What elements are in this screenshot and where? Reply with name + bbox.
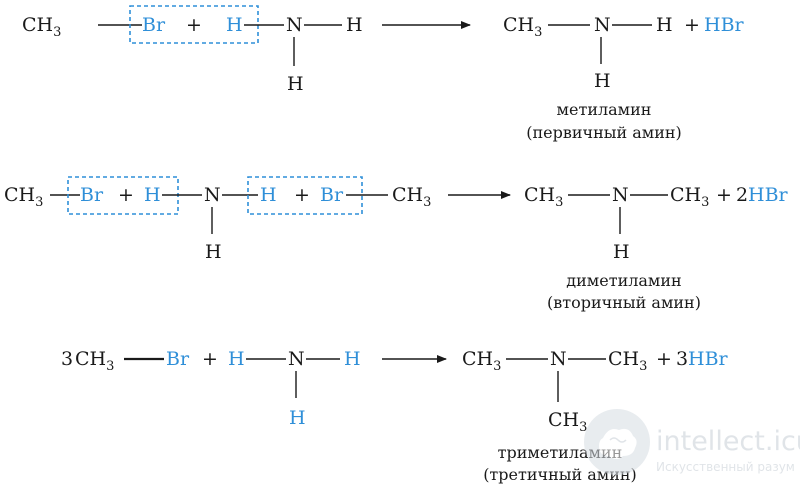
hydrogen-atom: H bbox=[344, 348, 361, 370]
hydrogen-atom: H bbox=[346, 14, 363, 36]
ch3-group: CH3 bbox=[608, 348, 647, 374]
amine-class: (первичный амин) bbox=[526, 123, 682, 142]
hydrogen-atom: H bbox=[228, 348, 245, 370]
product-name: метиламин bbox=[557, 100, 652, 119]
reaction-1-reactants: CH3 Br + H N H H bbox=[22, 5, 363, 95]
eliminated-hbr-box bbox=[129, 5, 259, 44]
plus-sign: + bbox=[118, 184, 134, 206]
brain-circle-icon bbox=[584, 409, 650, 475]
hydrogen-atom: H bbox=[144, 184, 161, 206]
reaction-3-products: CH3 N CH3 + 3 HBr CH3 bbox=[462, 348, 729, 435]
bromine-atom: Br bbox=[320, 184, 344, 206]
hbr-byproduct: HBr bbox=[748, 184, 789, 206]
amine-class: (вторичный амин) bbox=[547, 293, 701, 312]
ch3-group: CH3 bbox=[503, 14, 542, 40]
reaction-2: CH3 Br + H N H + Br CH3 H CH3 N CH3 + bbox=[4, 176, 789, 312]
bromine-atom: Br bbox=[142, 14, 166, 36]
nitrogen-atom: N bbox=[288, 348, 305, 370]
reaction-3: 3 CH3 Br + H N H H CH3 N CH3 + 3 HBr CH3… bbox=[61, 348, 729, 484]
watermark-tagline: Искусственный разум bbox=[656, 460, 795, 474]
watermark: intellect.icu Искусственный разум bbox=[584, 409, 800, 475]
hydrogen-atom: H bbox=[594, 70, 611, 92]
nitrogen-atom: N bbox=[550, 348, 567, 370]
hydrogen-atom: H bbox=[289, 407, 306, 429]
coefficient: 3 bbox=[61, 348, 73, 370]
ch3-group: CH3 bbox=[4, 184, 43, 210]
bromine-atom: Br bbox=[80, 184, 104, 206]
hbr-byproduct: HBr bbox=[688, 348, 729, 370]
plus-sign: + bbox=[716, 184, 732, 206]
nitrogen-atom: N bbox=[612, 184, 629, 206]
nitrogen-atom: N bbox=[286, 14, 303, 36]
ch3-group: CH3 bbox=[75, 348, 114, 374]
hydrogen-atom: H bbox=[260, 184, 277, 206]
ch3-group: CH3 bbox=[462, 348, 501, 374]
reaction-2-reactants: CH3 Br + H N H + Br CH3 H bbox=[4, 176, 431, 263]
hbr-byproduct: HBr bbox=[704, 14, 745, 36]
coefficient: 2 bbox=[736, 184, 748, 206]
reaction-3-reactants: 3 CH3 Br + H N H H bbox=[61, 348, 361, 429]
hydrogen-atom: H bbox=[205, 241, 222, 263]
plus-sign: + bbox=[202, 348, 218, 370]
amine-class: (третичный амин) bbox=[483, 465, 637, 484]
reaction-2-products: CH3 N CH3 + 2 HBr H bbox=[524, 184, 789, 263]
hydrogen-atom: H bbox=[287, 73, 304, 95]
product-name: диметиламин bbox=[566, 271, 681, 290]
hydrogen-atom: H bbox=[656, 14, 673, 36]
hydrogen-atom: H bbox=[613, 241, 630, 263]
ch3-group: CH3 bbox=[22, 14, 61, 40]
coefficient: 3 bbox=[676, 348, 688, 370]
ch3-group: CH3 bbox=[524, 184, 563, 210]
reaction-1-products: CH3 N H + HBr H bbox=[503, 14, 745, 92]
bromine-atom: Br bbox=[166, 348, 190, 370]
ch3-group: CH3 bbox=[670, 184, 709, 210]
plus-sign: + bbox=[684, 14, 700, 36]
hydrogen-atom: H bbox=[226, 14, 243, 36]
plus-sign: + bbox=[186, 14, 202, 36]
nitrogen-atom: N bbox=[594, 14, 611, 36]
reaction-1: CH3 Br + H N H H CH3 N H + HBr H метилам… bbox=[22, 5, 745, 142]
plus-sign: + bbox=[656, 348, 672, 370]
ch3-group: CH3 bbox=[392, 184, 431, 210]
eliminated-hbr-box bbox=[247, 176, 363, 215]
plus-sign: + bbox=[294, 184, 310, 206]
ch3-group: CH3 bbox=[548, 409, 587, 435]
nitrogen-atom: N bbox=[204, 184, 221, 206]
watermark-brand: intellect.icu bbox=[656, 426, 800, 457]
